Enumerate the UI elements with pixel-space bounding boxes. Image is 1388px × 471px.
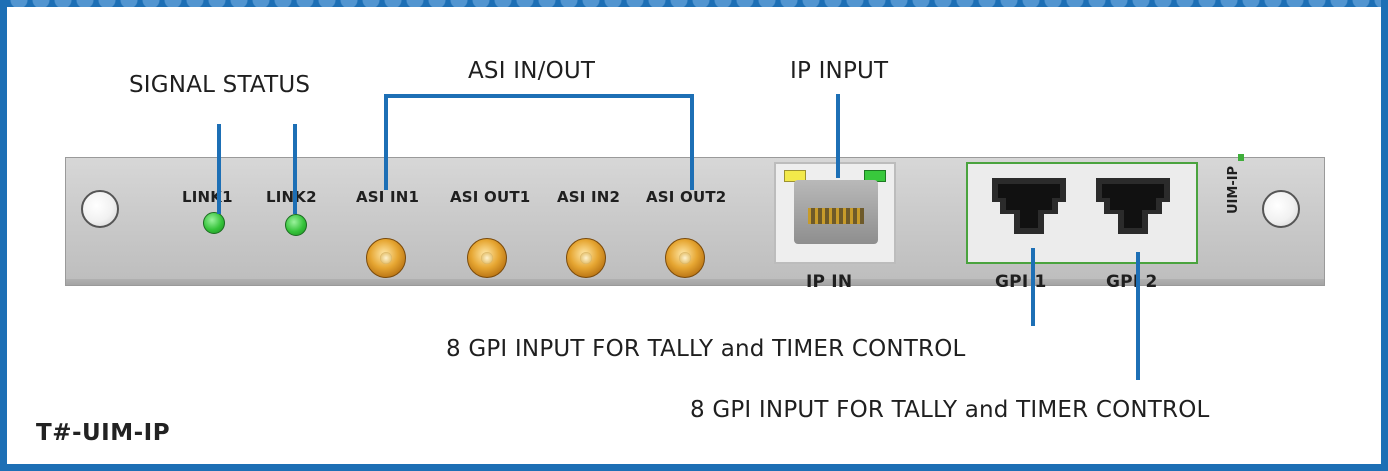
callout-asi-in-out: ASI IN/OUT — [468, 58, 596, 84]
label-gpi1: GPI 1 — [995, 272, 1047, 292]
gpi2-port-icon — [1088, 172, 1178, 252]
ip-in-rj45-port — [774, 162, 896, 264]
callout-gpi2-description: 8 GPI INPUT FOR TALLY and TIMER CONTROL — [690, 397, 1210, 423]
label-asi-in1: ASI IN1 — [356, 188, 420, 206]
label-asi-in2: ASI IN2 — [557, 188, 621, 206]
label-link2: LINK2 — [266, 188, 317, 206]
label-link1: LINK1 — [182, 188, 233, 206]
label-asi-out1: ASI OUT1 — [450, 188, 531, 206]
asi-out1-bnc-icon — [467, 238, 507, 278]
rj45-pins-icon — [808, 208, 864, 224]
label-gpi2: GPI 2 — [1106, 272, 1158, 292]
product-name: T#-UIM-IP — [36, 420, 171, 446]
callout-gpi1-description: 8 GPI INPUT FOR TALLY and TIMER CONTROL — [446, 336, 966, 362]
callout-ip-input: IP INPUT — [790, 58, 889, 84]
asi-out2-bnc-icon — [665, 238, 705, 278]
gpi1-port-icon — [984, 172, 1074, 252]
asi-in2-bnc-icon — [566, 238, 606, 278]
gpi-port-housing — [966, 162, 1198, 264]
label-module-name: UIM-IP — [1226, 165, 1241, 214]
status-mark-icon — [1238, 154, 1244, 161]
asi-in1-bnc-icon — [366, 238, 406, 278]
left-screw-icon — [81, 190, 119, 228]
right-screw-icon — [1262, 190, 1300, 228]
link2-led-icon — [285, 214, 307, 236]
label-ip-in: IP IN — [806, 272, 853, 292]
callout-signal-status: SIGNAL STATUS — [129, 72, 311, 98]
label-asi-out2: ASI OUT2 — [646, 188, 727, 206]
link1-led-icon — [203, 212, 225, 234]
